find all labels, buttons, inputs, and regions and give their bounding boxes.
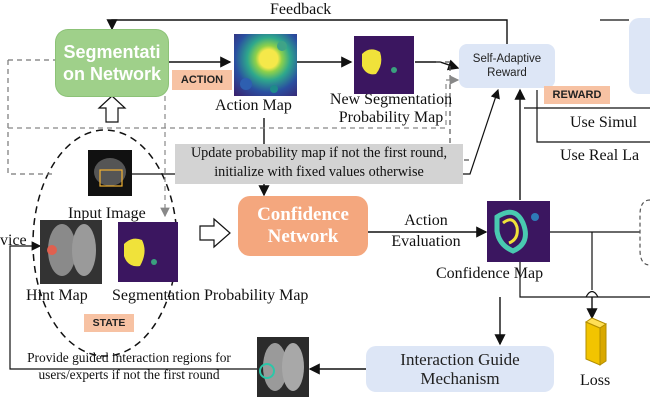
feedback-arrow bbox=[106, 19, 508, 44]
seg-prob-map-image bbox=[118, 222, 178, 282]
segmentation-network-box: Segmentati on Network bbox=[56, 30, 168, 96]
action-tag: ACTION bbox=[172, 70, 232, 90]
right-cropped-box bbox=[629, 18, 650, 94]
loss-hop bbox=[585, 290, 599, 298]
state-to-seg-hollow-arrow bbox=[97, 95, 127, 123]
confidence-map-label: Confidence Map bbox=[436, 265, 544, 282]
use-simul-label: Use Simul bbox=[570, 114, 638, 131]
use-real-label: Use Real La bbox=[560, 147, 640, 164]
hint-map-image bbox=[40, 220, 102, 284]
confidence-network-box: Confidence Network bbox=[238, 196, 368, 256]
interaction-guide-label: Interaction Guide Mechanism bbox=[400, 350, 520, 388]
newseg-to-reward-arrow bbox=[415, 59, 460, 71]
self-adaptive-reward-box: Self-Adaptive Reward bbox=[459, 44, 555, 88]
action-map-image bbox=[234, 34, 297, 96]
segmentation-network-label: Segmentati on Network bbox=[62, 42, 161, 84]
seg-prob-map-label: Segmentation Probability Map bbox=[112, 287, 309, 304]
guided-note: Provide guided interaction regions for u… bbox=[27, 350, 231, 382]
map-down-line bbox=[519, 262, 650, 298]
input-image bbox=[88, 150, 132, 196]
output-to-device-line bbox=[9, 241, 257, 370]
right-dashed-fragment bbox=[639, 199, 650, 266]
new-seg-prob-map-label: New Segmentation Probability Map bbox=[329, 91, 453, 126]
confidence-network-label: Confidence Network bbox=[257, 204, 349, 247]
interaction-guide-box: Interaction Guide Mechanism bbox=[366, 346, 554, 392]
action-map-label: Action Map bbox=[215, 97, 292, 114]
hint-map-label: Hint Map bbox=[26, 287, 88, 304]
confidence-map-image bbox=[487, 201, 550, 262]
new-seg-prob-map-image bbox=[354, 36, 414, 94]
device-label: vice bbox=[0, 232, 27, 249]
update-note: Update probability map if not the first … bbox=[175, 144, 463, 184]
action-evaluation-label: Action Evaluation bbox=[391, 212, 461, 250]
guided-output-image bbox=[257, 337, 309, 397]
dashed-reward-loop bbox=[8, 75, 460, 129]
reward-tag: REWARD bbox=[544, 86, 610, 104]
input-image-label: Input Image bbox=[68, 205, 146, 222]
feedback-label: Feedback bbox=[270, 1, 332, 18]
state-to-conf-hollow-arrow bbox=[199, 217, 231, 249]
use-simul-line bbox=[536, 90, 650, 143]
state-tag: STATE bbox=[84, 314, 134, 332]
loss-icon bbox=[584, 317, 608, 366]
self-adaptive-reward-label: Self-Adaptive Reward bbox=[472, 53, 542, 79]
left-dashed-loop bbox=[7, 60, 55, 175]
loss-label: Loss bbox=[580, 372, 611, 389]
